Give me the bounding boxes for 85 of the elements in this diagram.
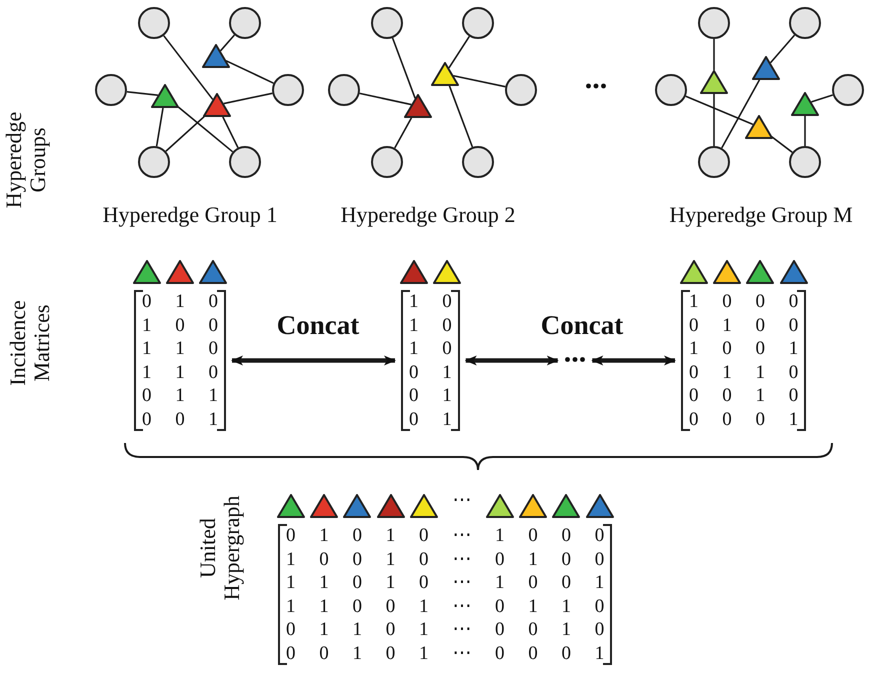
double-arrow <box>231 356 396 366</box>
matrix-row: 1 1 0 <box>142 360 218 384</box>
vertex-circle <box>229 146 261 178</box>
vertex-circle <box>462 146 494 178</box>
matrix-row: 1 0 0 0 <box>689 290 798 314</box>
vertex-circle <box>95 74 127 106</box>
vertex-circle <box>698 146 730 178</box>
matrix-row: 0 0 0 1 <box>689 408 798 431</box>
connector-line <box>220 34 236 52</box>
connector-line <box>394 117 412 148</box>
hyperedge-triangle <box>791 92 819 116</box>
vertex-circle <box>698 7 730 39</box>
vertex-circle <box>462 7 494 39</box>
matrix-row: 1 0 0 1 0 ⋯ 0 1 0 0 <box>286 548 604 571</box>
matrix-row: 0 1 <box>409 384 452 408</box>
row-label: Incidence Matrices <box>6 299 54 388</box>
matrix-row: 0 0 1 <box>142 408 218 431</box>
group-caption: Hyperedge Group 2 <box>340 203 516 228</box>
connector-line <box>126 90 158 96</box>
vertex-circle <box>789 146 821 178</box>
connector-line <box>156 108 164 146</box>
connector-line <box>685 95 754 126</box>
vertex-circle <box>328 74 360 106</box>
matrix-row: 0 0 1 0 1 ⋯ 0 0 0 1 <box>286 642 604 665</box>
vertex-circle <box>655 74 687 106</box>
vertex-circle <box>371 146 403 178</box>
matrix-row: 0 1 1 0 1 ⋯ 0 0 1 0 <box>286 618 604 642</box>
hyperedge-triangle <box>404 94 432 118</box>
connector-line <box>392 38 416 99</box>
connector-line <box>448 86 474 148</box>
connector-line <box>804 116 806 146</box>
row-label: Hyperedge Groups <box>2 110 50 210</box>
matrix-row: 1 1 0 1 0 ⋯ 1 0 0 1 <box>286 571 604 594</box>
matrix-row: 1 1 0 <box>142 337 218 360</box>
matrix-row: 0 1 1 0 <box>689 360 798 384</box>
row-label: United Hypergraph <box>196 494 244 602</box>
hyperedge-triangle <box>202 44 230 68</box>
matrix-row: 0 0 1 0 <box>689 384 798 408</box>
connector-line <box>453 74 506 88</box>
matrix-row: 1 0 <box>409 290 452 314</box>
hyperedge-triangle <box>151 84 179 108</box>
connector-line <box>770 34 796 64</box>
connector-line <box>448 36 470 68</box>
connector-line <box>165 116 205 152</box>
connector-line <box>713 39 715 70</box>
matrix-row: 0 1 <box>409 360 452 384</box>
connector-line <box>721 79 760 148</box>
group-caption: Hyperedge Group M <box>669 203 853 228</box>
ellipsis: ... <box>584 62 608 95</box>
vertex-circle <box>229 7 261 39</box>
connector-line <box>222 116 239 148</box>
double-arrow <box>591 356 676 366</box>
matrix-row: 0 1 <box>409 408 452 431</box>
matrix-row: 1 0 0 1 <box>689 337 798 360</box>
hyperedge-triangle <box>700 70 728 94</box>
hyperedge-triangle <box>752 56 780 80</box>
connector-line <box>163 35 214 100</box>
vertex-circle <box>789 7 821 39</box>
hyperedge-triangle <box>431 62 459 86</box>
matrix-row: 1 0 <box>409 314 452 337</box>
matrix-row: 0 1 0 1 0 ⋯ 1 0 0 0 <box>286 524 604 548</box>
double-arrow <box>464 356 559 366</box>
connector-line <box>713 94 715 146</box>
matrix-row: 0 1 1 <box>142 384 218 408</box>
matrix-row: 1 1 0 0 1 ⋯ 0 1 1 0 <box>286 594 604 618</box>
hyperedge-triangle <box>203 93 231 117</box>
vertex-circle <box>138 7 170 39</box>
vertex-circle <box>832 74 864 106</box>
matrix-row: 0 1 0 <box>142 290 218 314</box>
vertex-circle <box>138 146 170 178</box>
connector-line <box>771 136 793 153</box>
ellipsis: ⋯ <box>452 491 472 512</box>
vertex-circle <box>505 74 537 106</box>
matrix-row: 1 0 <box>409 337 452 360</box>
vertex-circle <box>371 7 403 39</box>
connector-line <box>226 60 274 84</box>
vertex-circle <box>272 74 304 106</box>
connector-line <box>178 106 234 152</box>
connector-line <box>224 92 273 104</box>
connector-line <box>811 94 834 103</box>
matrix-row: 1 0 0 <box>142 314 218 337</box>
hyperedge-triangle <box>745 115 773 139</box>
group-caption: Hyperedge Group 1 <box>102 203 278 228</box>
connector-line <box>359 92 412 106</box>
matrix-row: 0 1 0 0 <box>689 314 798 337</box>
